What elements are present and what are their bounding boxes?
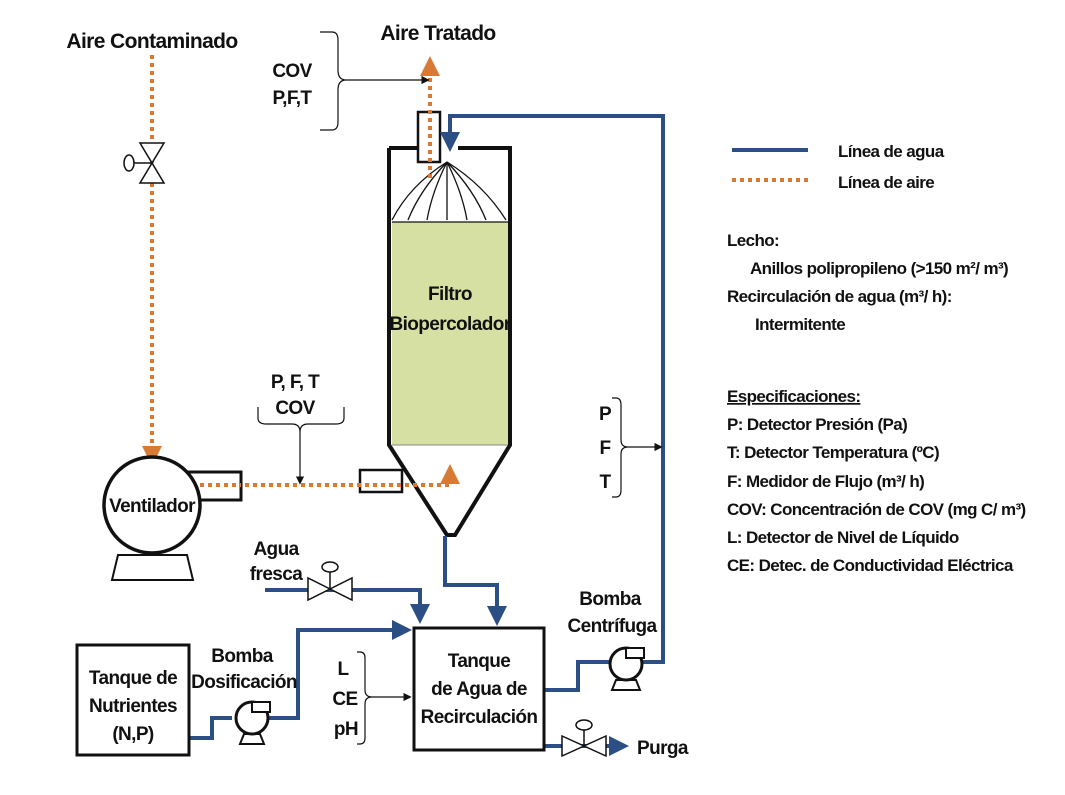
- water-line-dosing: [190, 716, 232, 740]
- sensor-brace-top: [320, 31, 430, 131]
- air-line-to-filter: [205, 464, 460, 487]
- water-line-recirc-return: [440, 114, 665, 664]
- spec-item: CE: Detec. de Conductividad Eléctrica: [727, 556, 1014, 575]
- sensor-brace-tank: [357, 651, 412, 745]
- water-line-drain: [443, 536, 507, 626]
- spec-item: P: Detector Presión (Pa): [727, 415, 907, 434]
- pft-label-mid: P, F, T: [271, 372, 320, 393]
- legend-water-label: Línea de agua: [838, 142, 945, 161]
- spec-item: T: Detector Temperatura (ºC): [727, 443, 939, 462]
- dosing-pump: [234, 700, 271, 745]
- spec-item: L: Detector de Nivel de Líquido: [727, 528, 959, 547]
- ce-label: CE: [332, 689, 357, 710]
- air-lines: [142, 55, 460, 487]
- filtro-label: Filtro: [428, 284, 472, 305]
- tanque-recirculacion: Tanque de Agua de Recirculación: [412, 626, 546, 752]
- specs-block: Especificaciones: P: Detector Presión (P…: [727, 387, 1026, 575]
- vessel-outline: [387, 146, 512, 537]
- purga-label: Purga: [637, 738, 689, 759]
- legend: Línea de agua Línea de aire: [732, 142, 945, 192]
- water-line-dosing-out: [268, 620, 412, 720]
- spec-item: F: Medidor de Flujo (m³/ h): [727, 472, 924, 491]
- f-label-right: F: [599, 438, 610, 459]
- pft-label-top: P,F,T: [273, 88, 313, 109]
- t-label-right: T: [599, 472, 611, 493]
- water-line-to-pump: [545, 660, 610, 692]
- centrifuga-label: Centrífuga: [567, 616, 657, 637]
- spray-nozzle: [391, 161, 507, 221]
- ventilador-fan: Ventilador: [102, 455, 243, 581]
- spec-item: COV: Concentración de COV (mg C/ m³): [727, 500, 1026, 519]
- svg-text:Recirculación: Recirculación: [421, 707, 538, 728]
- biopercolador-label: Biopercolador: [390, 314, 512, 335]
- cov-label-mid: COV: [275, 398, 315, 419]
- agua-label: Agua: [253, 539, 299, 560]
- packing-media: [392, 222, 508, 445]
- inlet-nozzle-side: [358, 468, 404, 494]
- svg-text:Nutrientes: Nutrientes: [89, 696, 177, 717]
- aire-tratado-label: Aire Tratado: [380, 22, 495, 45]
- svg-text:Tanque de: Tanque de: [89, 668, 177, 689]
- svg-text:Tanque: Tanque: [448, 651, 511, 672]
- ph-label: pH: [334, 719, 358, 740]
- fresca-label: fresca: [250, 564, 303, 585]
- sensor-brace-right: [612, 397, 663, 498]
- legend-air-label: Línea de aire: [838, 173, 934, 192]
- info-block: Lecho: Anillos polipropileno (>150 m²/ m…: [727, 231, 1009, 334]
- l-label: L: [337, 659, 349, 680]
- air-valve: [123, 142, 166, 184]
- recirc-title: Recirculación de agua (m³/ h):: [727, 287, 952, 306]
- svg-text:de Agua de: de Agua de: [431, 679, 527, 700]
- bomba-label-dosing: Bomba: [211, 646, 273, 667]
- lecho-value: Anillos polipropileno (>150 m²/ m³): [750, 259, 1008, 278]
- purge-valve: [561, 719, 607, 758]
- aire-contaminado-label: Aire Contaminado: [66, 30, 237, 53]
- dosificacion-label: Dosificación: [191, 672, 297, 693]
- ventilador-label: Ventilador: [109, 496, 196, 517]
- p-label-right: P: [599, 404, 612, 425]
- fresh-water-valve: [307, 561, 353, 602]
- bomba-label-centrifuga: Bomba: [579, 589, 641, 610]
- biofilter-vessel: [358, 110, 512, 537]
- lecho-title: Lecho:: [727, 231, 779, 250]
- centrifugal-pump: [608, 646, 645, 691]
- sensor-brace-mid: [257, 407, 345, 485]
- svg-text:(N,P): (N,P): [112, 724, 154, 745]
- recirc-value: Intermitente: [755, 315, 845, 334]
- tanque-nutrientes: Tanque de Nutrientes (N,P): [75, 643, 191, 757]
- cov-label-top: COV: [272, 61, 312, 82]
- specs-title: Especificaciones:: [727, 387, 860, 406]
